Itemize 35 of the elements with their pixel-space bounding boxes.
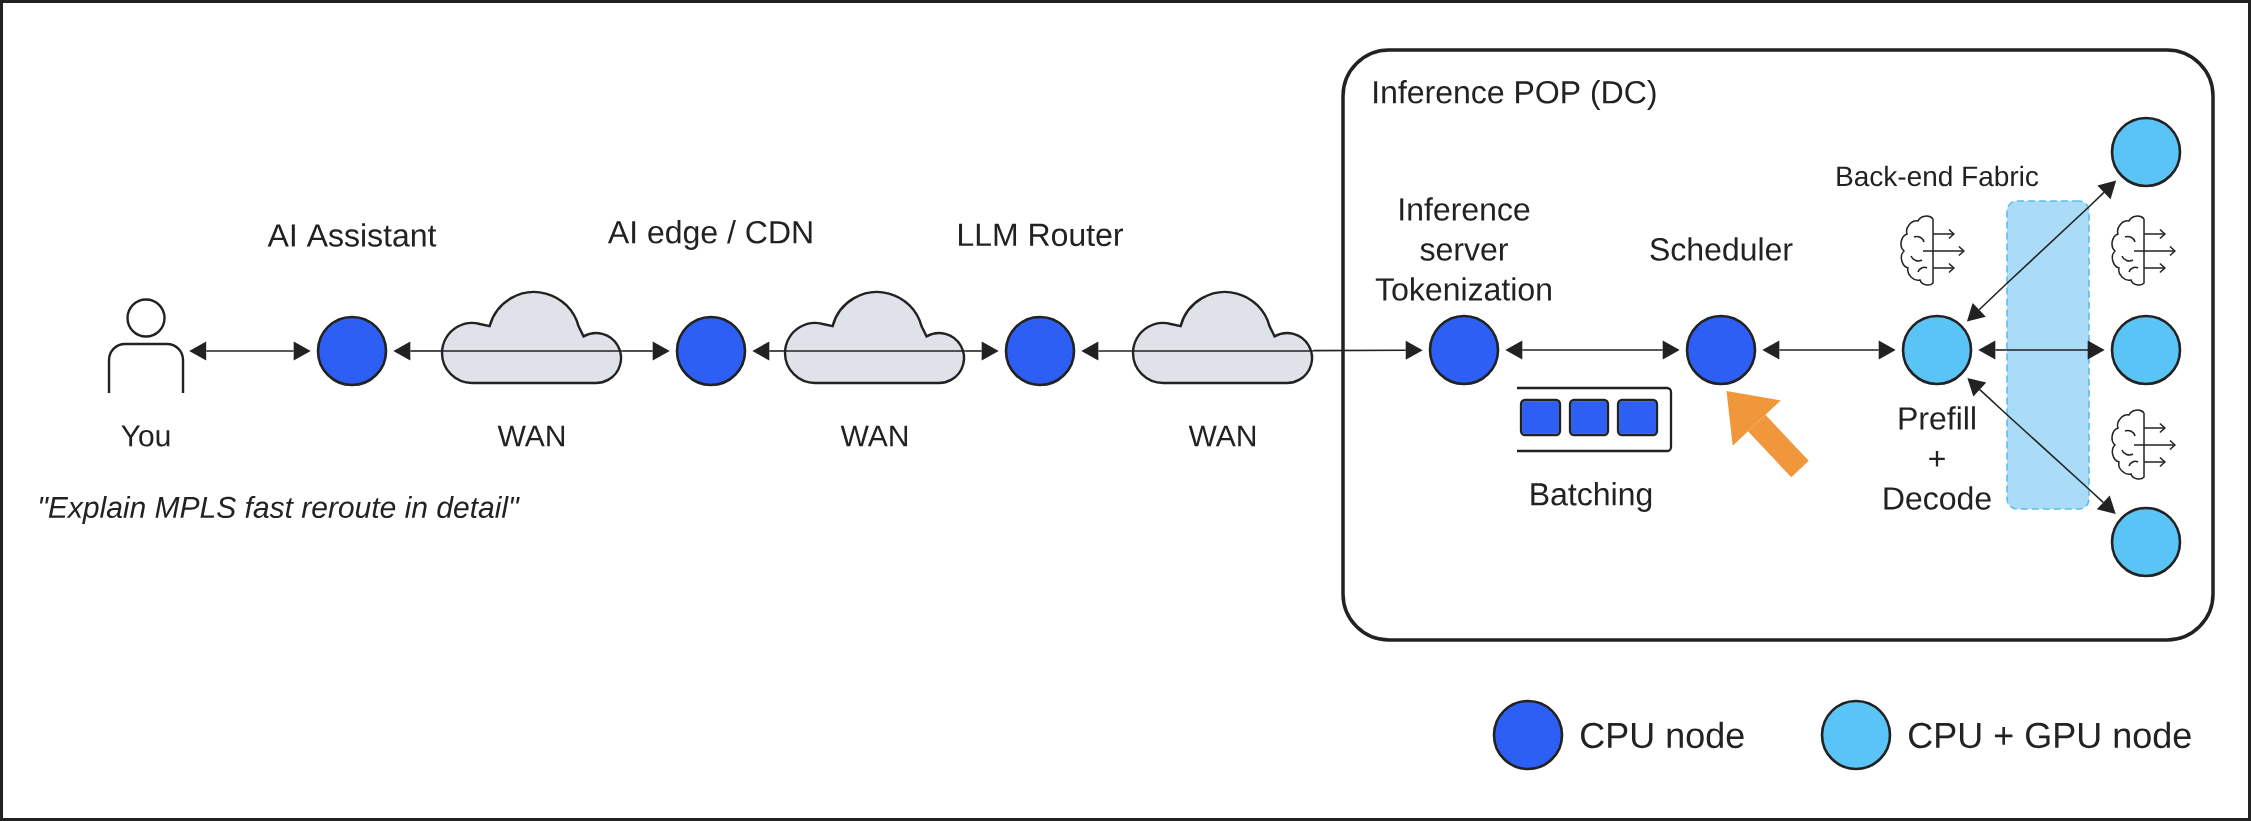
container-title: Inference POP (DC) bbox=[1374, 80, 1656, 110]
arrow bbox=[2089, 489, 2116, 514]
arrow bbox=[964, 341, 999, 361]
cloud-label: WAN bbox=[497, 425, 564, 447]
arrow bbox=[1966, 283, 2007, 322]
double-arrow bbox=[1762, 340, 1896, 360]
node-label: Inference server Tokenization bbox=[1375, 197, 1551, 301]
arrow bbox=[393, 341, 443, 361]
node-label: Prefill + Decode bbox=[1884, 406, 1991, 510]
gpu-node-circle bbox=[2110, 116, 2182, 188]
tray-label: Batching bbox=[1531, 482, 1652, 512]
node-label: AI edge / CDN bbox=[607, 220, 812, 250]
node-label: Scheduler bbox=[1650, 237, 1793, 261]
double-arrow bbox=[1505, 340, 1680, 360]
arrow bbox=[1967, 378, 2007, 415]
arrow bbox=[1312, 340, 1423, 360]
node-label: LLM Router bbox=[959, 223, 1123, 247]
pointer-arrow bbox=[1726, 391, 1809, 478]
arrow bbox=[1081, 341, 1134, 361]
legend-label: CPU node bbox=[1581, 721, 1744, 749]
arrow bbox=[2086, 340, 2105, 360]
cloud-label: WAN bbox=[1188, 425, 1255, 447]
legend-label: CPU + GPU node bbox=[1909, 721, 2191, 749]
person-label: You bbox=[121, 425, 170, 447]
arrow bbox=[1978, 340, 2007, 360]
arrow bbox=[621, 341, 670, 361]
arrow bbox=[752, 341, 786, 361]
node-label: AI Assistant bbox=[267, 223, 437, 247]
arrow bbox=[2089, 180, 2117, 207]
gpu-node-circle bbox=[2110, 314, 2182, 386]
gpu-node-circle bbox=[2110, 506, 2182, 578]
quote-text: "Explain MPLS fast reroute in detail" bbox=[39, 496, 520, 524]
band-label: Back-end Fabric bbox=[1837, 165, 2039, 187]
double-arrow bbox=[189, 341, 311, 361]
cloud-label: WAN bbox=[840, 425, 907, 447]
